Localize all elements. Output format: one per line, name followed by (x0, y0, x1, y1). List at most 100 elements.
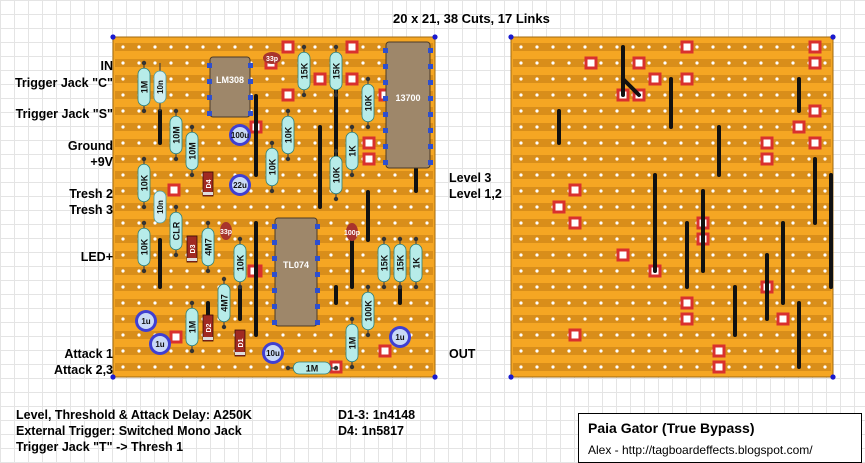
hole (551, 157, 555, 161)
hole (567, 317, 571, 321)
hole (599, 45, 603, 49)
hole (615, 125, 619, 129)
resistor-15k-c: 15K (377, 236, 391, 290)
hole (663, 109, 667, 113)
capacitor-10n-b: 10n (153, 190, 167, 224)
label-9v: +9V (90, 155, 113, 169)
strip-cut (808, 136, 822, 150)
hole (535, 141, 539, 145)
hole (775, 285, 779, 289)
resistor-15k-a-label: 15K (300, 62, 310, 79)
hole (679, 141, 683, 145)
hole (823, 317, 827, 321)
hole (217, 237, 221, 241)
hole (743, 61, 747, 65)
hole (519, 349, 523, 353)
hole (409, 349, 413, 353)
resistor-1m-b: 1M (185, 300, 199, 354)
hole (615, 349, 619, 353)
hole (377, 157, 381, 161)
hole (535, 301, 539, 305)
strip-cut (760, 136, 774, 150)
hole (185, 189, 189, 193)
hole (121, 157, 125, 161)
hole (599, 221, 603, 225)
copper-strip (513, 251, 831, 259)
copper-strip (513, 187, 831, 195)
hole (217, 269, 221, 273)
hole (393, 173, 397, 177)
hole (551, 61, 555, 65)
hole (679, 125, 683, 129)
hole (361, 77, 365, 81)
hole (631, 109, 635, 113)
hole (615, 45, 619, 49)
hole (663, 349, 667, 353)
hole (695, 365, 699, 369)
hole (185, 205, 189, 209)
hole (743, 77, 747, 81)
hole (169, 269, 173, 273)
hole (823, 269, 827, 273)
hole (361, 333, 365, 337)
hole (743, 93, 747, 97)
strip-cut (568, 328, 582, 342)
hole (695, 317, 699, 321)
hole (535, 157, 539, 161)
capacitor-10n-a-label: 10n (156, 80, 165, 94)
hole (791, 157, 795, 161)
corner-marker (508, 34, 514, 40)
hole (663, 285, 667, 289)
hole (743, 333, 747, 337)
strip-cut (345, 40, 359, 54)
label-trigger-s: Trigger Jack "S" (15, 107, 113, 121)
hole (121, 349, 125, 353)
hole (583, 109, 587, 113)
hole (169, 285, 173, 289)
hole (567, 237, 571, 241)
resistor-4m7-a-label: 4M7 (204, 238, 214, 256)
hole (281, 77, 285, 81)
strip-cut (680, 72, 694, 86)
hole (599, 173, 603, 177)
hole (599, 253, 603, 257)
resistor-10m-b: 10M (185, 124, 199, 178)
hole (775, 77, 779, 81)
hole (393, 237, 397, 241)
resistor-15k-b: 15K (329, 44, 343, 98)
hole (153, 141, 157, 145)
hole (807, 365, 811, 369)
hole (121, 77, 125, 81)
hole (265, 301, 269, 305)
hole (201, 157, 205, 161)
hole (361, 253, 365, 257)
resistor-clr-label: CLR (172, 221, 182, 240)
hole (647, 253, 651, 257)
hole (313, 61, 317, 65)
hole (583, 301, 587, 305)
hole (377, 221, 381, 225)
hole (663, 157, 667, 161)
hole (791, 61, 795, 65)
copper-strip (513, 315, 831, 323)
hole (409, 317, 413, 321)
hole (663, 301, 667, 305)
hole (425, 173, 429, 177)
hole (743, 157, 747, 161)
hole (425, 365, 429, 369)
hole (377, 61, 381, 65)
hole (727, 253, 731, 257)
hole (823, 93, 827, 97)
hole (361, 173, 365, 177)
hole (567, 141, 571, 145)
hole (823, 45, 827, 49)
hole (535, 237, 539, 241)
hole (121, 125, 125, 129)
hole (169, 205, 173, 209)
hole (615, 77, 619, 81)
hole (647, 45, 651, 49)
hole (249, 221, 253, 225)
hole (265, 221, 269, 225)
hole (823, 141, 827, 145)
hole (775, 237, 779, 241)
